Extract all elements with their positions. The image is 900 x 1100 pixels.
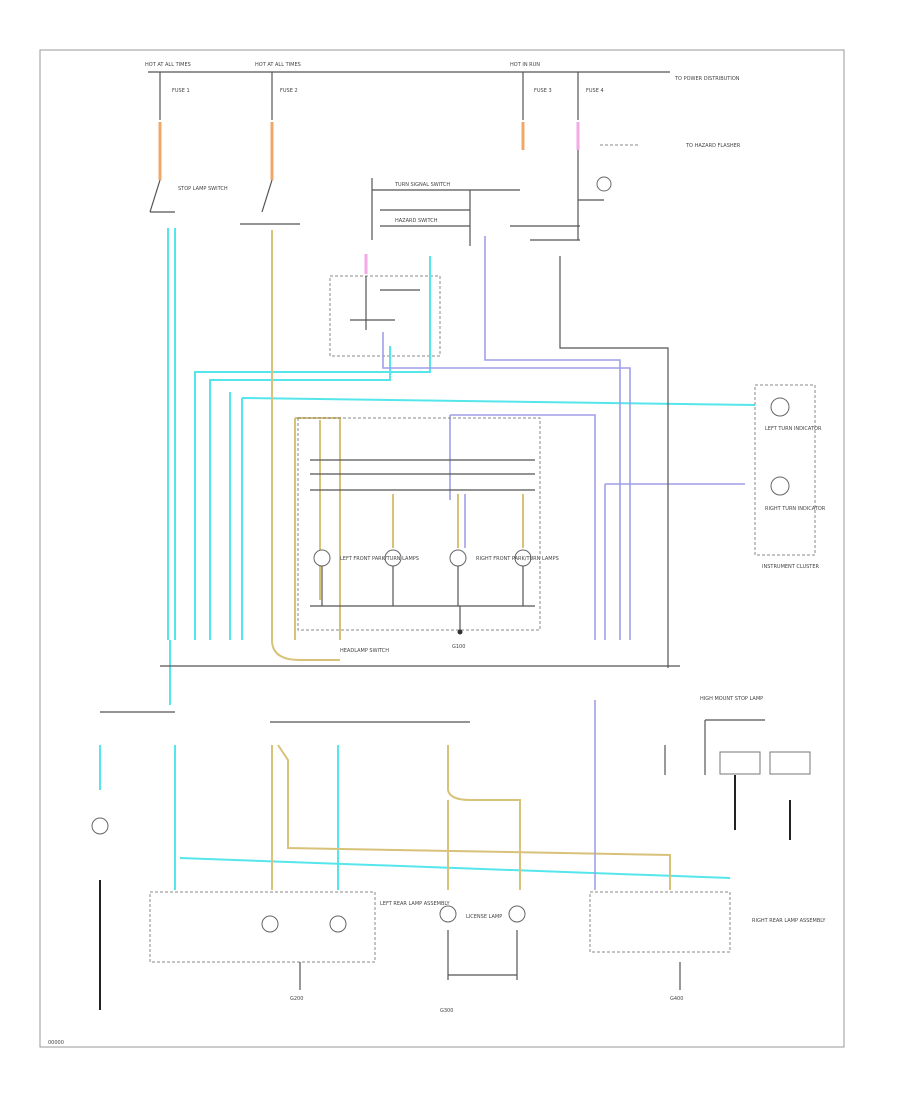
high-mount-stop-lamp: HIGH MOUNT STOP LAMP — [664, 696, 811, 775]
instrument-cluster: LEFT TURN INDICATOR RIGHT TURN INDICATOR… — [754, 384, 826, 570]
label-ground-3: G300 — [440, 1008, 453, 1014]
lf-park-lamp-icon — [313, 549, 331, 567]
label-headlamp-switch: HEADLAMP SWITCH — [340, 648, 389, 654]
label-fuse-1: FUSE 1 — [172, 88, 190, 94]
lr-tail-lamp-icon — [329, 915, 347, 933]
label-hot-at-all-times-2: HOT AT ALL TIMES — [255, 62, 301, 68]
label-left-rear-lamp-assembly: LEFT REAR LAMP ASSEMBLY — [380, 901, 451, 907]
label-ground-2: G200 — [290, 996, 303, 1002]
left-turn-indicator-icon — [770, 397, 790, 417]
power-bus: HOT AT ALL TIMES HOT AT ALL TIMES HOT IN… — [145, 62, 740, 82]
label-hot-in-run: HOT IN RUN — [510, 62, 540, 68]
rear-lamps: LEFT REAR LAMP ASSEMBLY LICENSE LAMP RIG… — [91, 817, 826, 963]
upper-switches: STOP LAMP SWITCH TURN SIGNAL SWITCH HAZA… — [149, 178, 580, 246]
label-right-turn-indicator: RIGHT TURN INDICATOR — [765, 506, 826, 512]
connector-row: HEADLAMP SWITCH — [100, 648, 680, 723]
label-fuse-4: FUSE 4 — [586, 88, 604, 94]
dark-circuit — [99, 256, 791, 1010]
label-hazard-switch: HAZARD SWITCH — [395, 218, 438, 224]
label-fuse-2: FUSE 2 — [280, 88, 298, 94]
turn-switch-block — [329, 254, 441, 357]
label-to-hazard-flasher: TO HAZARD FLASHER — [685, 143, 741, 149]
page-reference: 00000 — [48, 1040, 64, 1046]
label-stop-lamp-switch: STOP LAMP SWITCH — [178, 186, 228, 192]
stop-lamp-switch-icon — [91, 817, 109, 835]
label-high-mount-stop-lamp: HIGH MOUNT STOP LAMP — [700, 696, 763, 702]
label-fuse-3: FUSE 3 — [534, 88, 552, 94]
label-instrument-cluster: INSTRUMENT CLUSTER — [762, 564, 820, 570]
front-lamps-block: LEFT FRONT PARK/TURN LAMPS RIGHT FRONT P… — [297, 417, 559, 650]
license-lamp-left-icon — [439, 905, 457, 923]
right-turn-indicator-icon — [770, 476, 790, 496]
label-license-lamp: LICENSE LAMP — [466, 914, 502, 920]
license-lamp-right-icon — [508, 905, 526, 923]
label-ground-4: G400 — [670, 996, 683, 1002]
rf-park-lamp-icon — [449, 549, 467, 567]
lr-stop-lamp-icon — [261, 915, 279, 933]
tan-circuit — [271, 230, 671, 890]
cyan-circuit — [99, 228, 756, 890]
hazard-flasher: TO HAZARD FLASHER — [577, 143, 741, 240]
grounds: G200 G300 G400 — [290, 930, 683, 1014]
flasher-icon — [596, 176, 612, 192]
fuses: FUSE 1 FUSE 2 FUSE 3 FUSE 4 — [158, 72, 604, 180]
blue-circuit — [382, 236, 745, 890]
label-to-power-distribution: TO POWER DISTRIBUTION — [674, 76, 740, 82]
diagram-frame — [39, 49, 845, 1048]
label-ground-1: G100 — [452, 644, 465, 650]
label-turn-signal-switch: TURN SIGNAL SWITCH — [394, 182, 450, 188]
label-right-front-lamps: RIGHT FRONT PARK/TURN LAMPS — [476, 556, 559, 562]
label-right-rear-lamp-assembly: RIGHT REAR LAMP ASSEMBLY — [752, 918, 826, 924]
label-hot-at-all-times-1: HOT AT ALL TIMES — [145, 62, 191, 68]
label-left-front-lamps: LEFT FRONT PARK/TURN LAMPS — [340, 556, 419, 562]
label-left-turn-indicator: LEFT TURN INDICATOR — [765, 426, 822, 432]
